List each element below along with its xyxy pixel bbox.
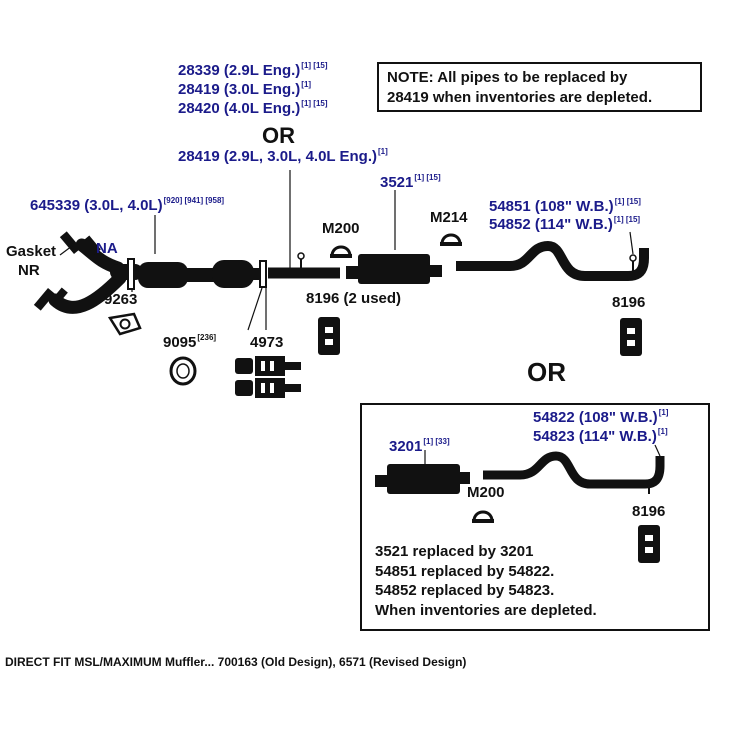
label-28420: 28420 (4.0L Eng.)[1] [15] — [178, 99, 328, 117]
inset-muffler-3201 — [375, 464, 470, 494]
tail-pipe-54851 — [456, 241, 649, 281]
inset-note-3: 54852 replaced by 54823. — [375, 582, 555, 599]
label-9095: 9095[236] — [163, 333, 217, 351]
alternative-inset-box — [360, 403, 710, 631]
note-line-2: 28419 when inventories are depleted. — [387, 89, 653, 106]
label-9263: 9263 — [104, 291, 138, 308]
label-8196-used: 8196 (2 used) — [306, 290, 402, 307]
label-m214: M214 — [430, 209, 468, 226]
label-or-middle: OR — [527, 357, 566, 387]
label-gasket: Gasket — [6, 243, 57, 260]
y-pipe-flange-nr — [33, 287, 68, 311]
gasket-9263 — [107, 312, 142, 336]
gasket-ring-9095 — [259, 260, 267, 288]
inset-label-54822: 54822 (108" W.B.)[1] — [533, 408, 669, 426]
inset-label-3201: 3201[1] [33] — [389, 437, 450, 455]
label-645339: 645339 (3.0L, 4.0L)[920] [941] [958] — [30, 196, 225, 214]
inset-note-2: 54851 replaced by 54822. — [375, 562, 555, 580]
clamp-m214 — [440, 233, 462, 246]
hanger-rod-end — [297, 252, 305, 260]
tail-pipe-hanger-end — [629, 254, 637, 262]
muffler-3521 — [346, 254, 442, 284]
inset-replacement-notes: 3521 replaced by 3201 54851 replaced by … — [375, 542, 597, 620]
label-54852: 54852 (114" W.B.)[1] [15] — [489, 215, 641, 233]
label-4973: 4973 — [250, 334, 284, 351]
leader-lines — [59, 170, 634, 331]
hanger-8196-left — [318, 317, 340, 355]
label-28419: 28419 (3.0L Eng.)[1] — [178, 80, 312, 98]
converter-assembly — [138, 260, 262, 288]
note-line-1: NOTE: All pipes to be replaced by — [387, 69, 628, 86]
y-pipe-flange-na — [59, 231, 101, 255]
inset-note-1: 3521 replaced by 3201 — [375, 543, 534, 560]
inset-label-m200: M200 — [467, 484, 505, 501]
label-28339: 28339 (2.9L Eng.)[1] [15] — [178, 61, 328, 79]
gasket-ring-9263 — [127, 258, 135, 290]
inset-note-4: When inventories are depleted. — [375, 601, 597, 619]
label-3521: 3521[1] [15] — [380, 173, 441, 191]
diagram-caption: DIRECT FIT MSL/MAXIMUM Muffler... 700163… — [5, 655, 467, 669]
clamp-m200 — [330, 245, 352, 258]
label-na: NA — [96, 240, 118, 257]
bolt-set-4973 — [235, 356, 301, 398]
label-54851: 54851 (108" W.B.)[1] [15] — [489, 197, 641, 215]
note-box: NOTE: All pipes to be replaced by 28419 … — [377, 62, 702, 112]
label-8196: 8196 — [612, 294, 646, 311]
inset-tail-pipe-54822 — [483, 451, 665, 489]
label-28419-all: 28419 (2.9L, 3.0L, 4.0L Eng.)[1] — [178, 147, 388, 165]
gasket-9095 — [169, 356, 197, 386]
gasket-9095-inner — [176, 363, 190, 379]
label-nr: NR — [18, 262, 40, 279]
inset-hanger-8196 — [638, 525, 660, 563]
label-m200: M200 — [322, 220, 360, 237]
inset-label-8196: 8196 — [632, 503, 666, 520]
label-or-top: OR — [262, 123, 295, 148]
inset-clamp-m200 — [472, 510, 494, 523]
bolt-set-4973-detail — [261, 361, 274, 393]
inset-leader-lines — [424, 444, 661, 464]
inset-label-54823: 54823 (114" W.B.)[1] — [533, 427, 668, 445]
hanger-8196-right — [620, 318, 642, 356]
